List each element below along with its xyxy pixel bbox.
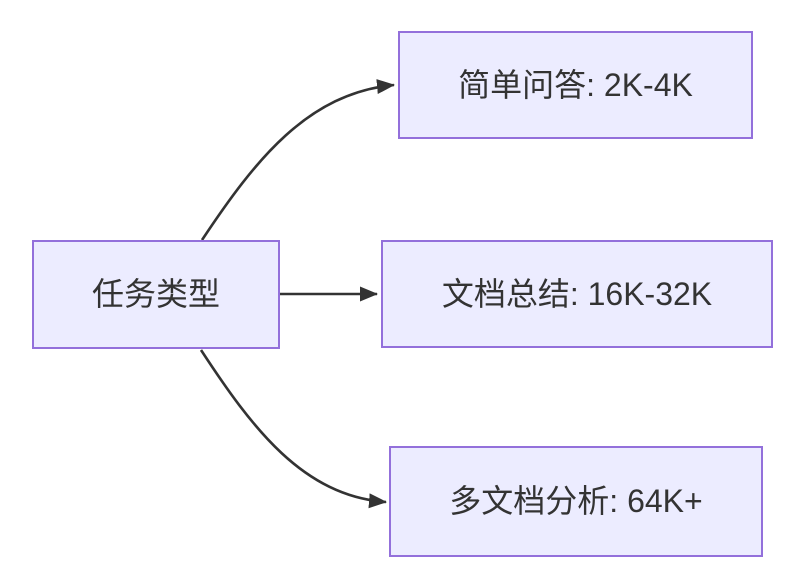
node-multi-doc-analysis: 多文档分析: 64K+ [389, 446, 763, 557]
node-doc-summary: 文档总结: 16K-32K [381, 240, 773, 348]
node-task-type: 任务类型 [32, 240, 280, 349]
node-simple-qa: 简单问答: 2K-4K [398, 31, 753, 139]
node-task-type-label: 任务类型 [91, 276, 220, 313]
edge-task-type-to-multi-doc-analysis [199, 349, 387, 509]
node-doc-summary-label: 文档总结: 16K-32K [441, 275, 713, 312]
edge-task-type-to-simple-qa [200, 79, 395, 241]
node-simple-qa-label: 简单问答: 2K-4K [458, 66, 693, 103]
node-multi-doc-analysis-label: 多文档分析: 64K+ [449, 483, 703, 520]
